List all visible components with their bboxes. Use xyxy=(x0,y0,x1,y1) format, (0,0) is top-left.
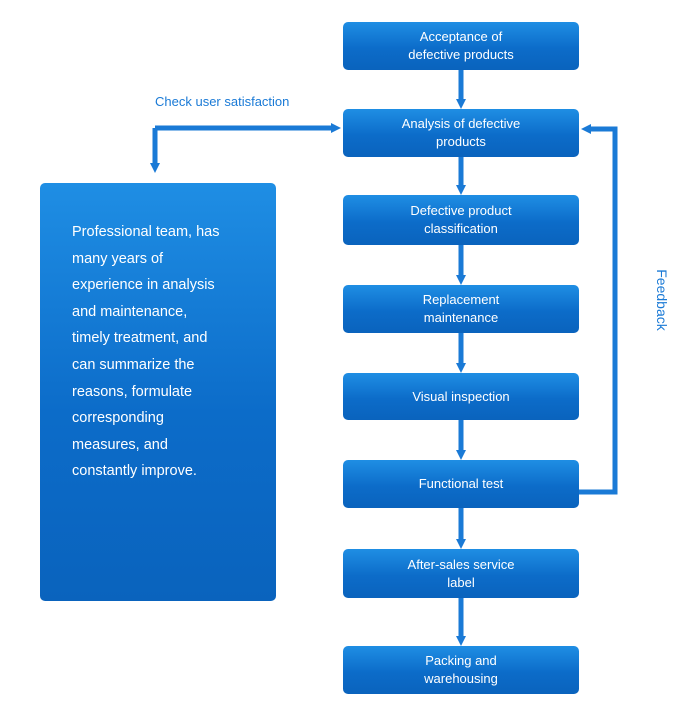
step-acceptance: Acceptance of defective products xyxy=(343,22,579,70)
step-acceptance-label: Acceptance of defective products xyxy=(408,29,514,62)
step-packing-warehousing: Packing and warehousing xyxy=(343,646,579,694)
step-analysis-label: Analysis of defective products xyxy=(401,116,521,149)
professional-team-panel: Professional team, has many years of exp… xyxy=(40,183,276,601)
feedback-label: Feedback xyxy=(654,269,670,331)
step-after-sales-label-text: After-sales service label xyxy=(407,556,515,590)
step-visual-inspection-label: Visual inspection xyxy=(412,388,510,404)
arrow-feedback-loop xyxy=(579,124,618,495)
step-functional-test-label: Functional test xyxy=(418,476,504,491)
step-functional-test: Functional test xyxy=(343,460,579,508)
step-visual-inspection: Visual inspection xyxy=(343,373,579,420)
check-user-satisfaction-label: Check user satisfaction xyxy=(155,94,290,109)
step-replacement-maintenance: Replacement maintenance xyxy=(343,285,579,333)
professional-team-text: Professional team, has many years of exp… xyxy=(72,224,220,480)
step-packing-warehousing-label: Packing and warehousing xyxy=(424,653,498,686)
step-analysis: Analysis of defective products xyxy=(343,109,579,157)
step-after-sales-label: After-sales service label xyxy=(343,549,579,598)
step-classification-label: Defective product classification xyxy=(410,203,512,236)
step-classification: Defective product classification xyxy=(343,195,579,245)
step-replacement-maintenance-label: Replacement maintenance xyxy=(422,292,500,325)
